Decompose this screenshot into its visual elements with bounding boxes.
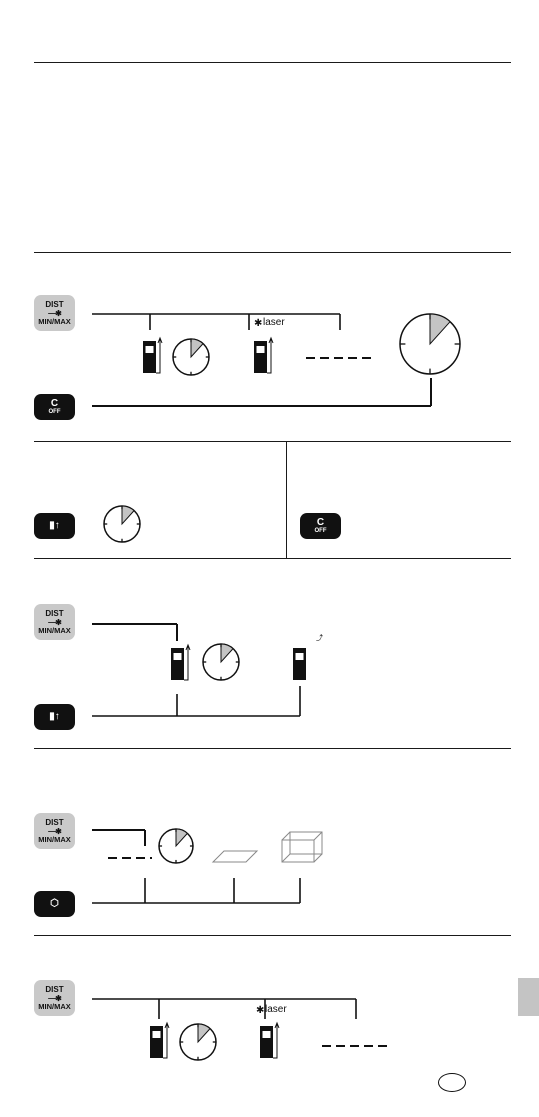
- device-icon: [171, 643, 191, 681]
- laser-arrow-icon: —✱: [48, 826, 62, 836]
- clock-timer-icon: [399, 313, 461, 375]
- clock-timer-icon: [179, 1023, 217, 1061]
- dist-minmax-key[interactable]: DIST —✱ MIN/MAX: [34, 295, 75, 331]
- device-icon: [293, 648, 306, 680]
- clear-key-label: C: [50, 397, 59, 409]
- device-icon: [254, 336, 274, 374]
- minmax-key-label: MIN/MAX: [38, 834, 71, 844]
- page-edge-tab: [518, 978, 539, 1016]
- device-icon: [143, 336, 163, 374]
- language-badge: [438, 1073, 466, 1092]
- laser-label: laser: [265, 1004, 287, 1015]
- volume-key[interactable]: ⬡: [34, 891, 75, 917]
- off-key-label: OFF: [48, 408, 61, 415]
- svg-text:✱: ✱: [254, 318, 262, 329]
- dist-minmax-key[interactable]: DIST —✱ MIN/MAX: [34, 980, 75, 1016]
- dist-key-label: DIST: [45, 299, 64, 309]
- device-top-reference-icon: ▮↑: [49, 711, 60, 722]
- dist-key-label: DIST: [45, 984, 64, 994]
- cube-volume-icon: ⬡: [50, 898, 59, 909]
- device-top-reference-icon: ▮↑: [49, 520, 60, 531]
- clear-key-label: C: [316, 516, 325, 528]
- minmax-key-label: MIN/MAX: [38, 625, 71, 635]
- clock-timer-icon: [202, 643, 240, 681]
- clock-timer-icon: [172, 338, 210, 376]
- laser-arrow-icon: —✱: [48, 308, 62, 318]
- section-divider: [34, 441, 511, 442]
- dist-minmax-key[interactable]: DIST —✱ MIN/MAX: [34, 604, 75, 640]
- off-key-label: OFF: [314, 527, 327, 534]
- dist-minmax-key[interactable]: DIST —✱ MIN/MAX: [34, 813, 75, 849]
- svg-text:⤴: ⤴: [316, 633, 323, 642]
- laser-arrow-icon: —✱: [48, 993, 62, 1003]
- clock-timer-icon: [103, 505, 141, 543]
- device-icon: [150, 1021, 170, 1059]
- reference-key[interactable]: ▮↑: [34, 513, 75, 539]
- dist-key-label: DIST: [45, 608, 64, 618]
- section-divider: [34, 748, 511, 749]
- column-divider: [286, 441, 287, 558]
- minmax-key-label: MIN/MAX: [38, 316, 71, 326]
- reference-key[interactable]: ▮↑: [34, 704, 75, 730]
- clear-off-key[interactable]: C OFF: [300, 513, 341, 539]
- laser-arrow-icon: —✱: [48, 617, 62, 627]
- laser-label: laser: [263, 317, 285, 328]
- section-divider: [34, 252, 511, 253]
- svg-text:✱: ✱: [256, 1005, 264, 1016]
- section-divider: [34, 935, 511, 936]
- clock-timer-icon: [158, 828, 194, 864]
- clear-off-key[interactable]: C OFF: [34, 394, 75, 420]
- section-divider: [34, 558, 511, 559]
- section-divider: [34, 62, 511, 63]
- dist-key-label: DIST: [45, 817, 64, 827]
- device-icon: [260, 1021, 280, 1059]
- minmax-key-label: MIN/MAX: [38, 1001, 71, 1011]
